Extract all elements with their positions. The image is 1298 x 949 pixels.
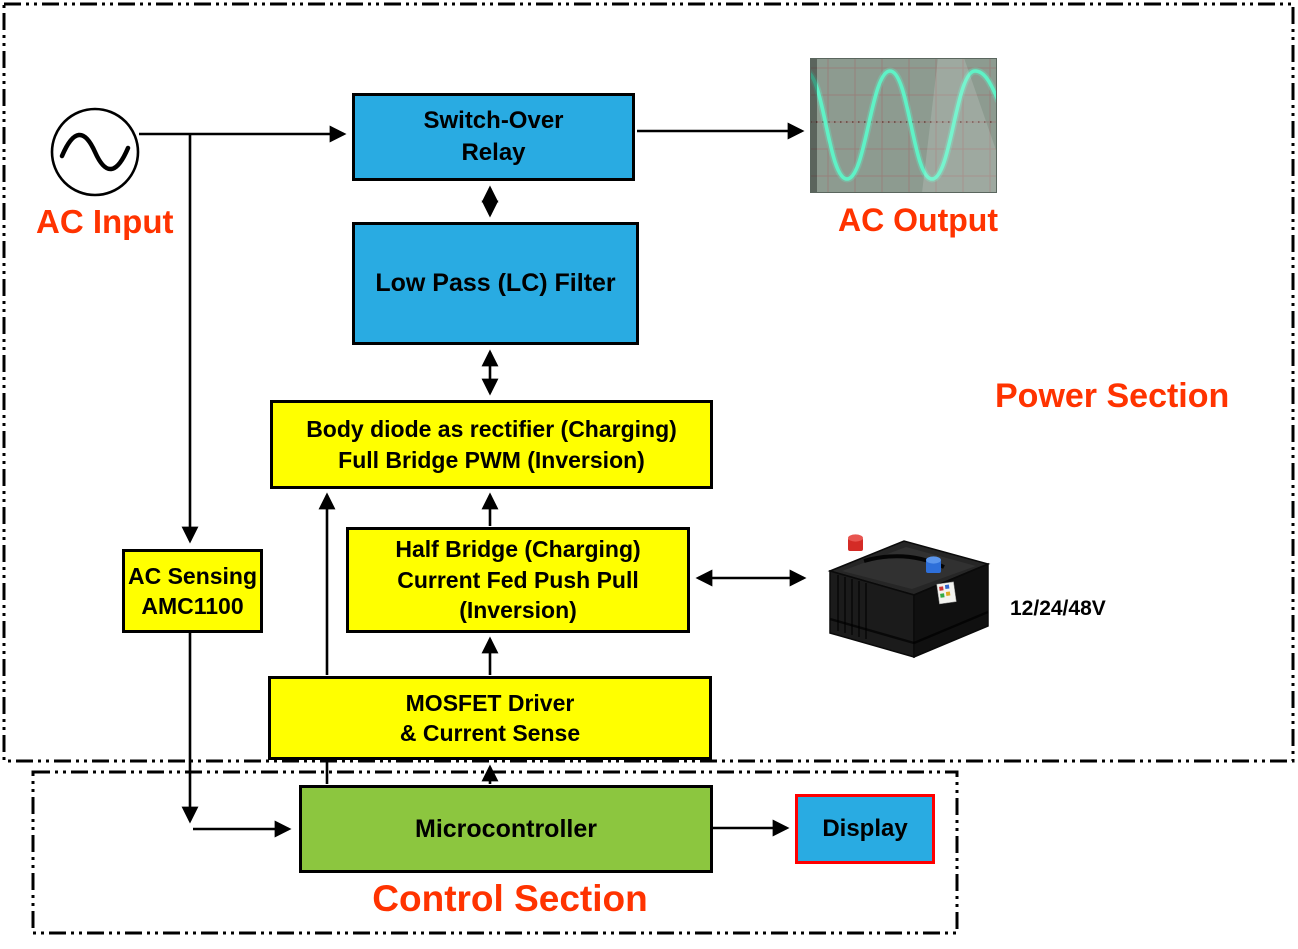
power-section-border [2,2,1295,763]
block-switch-over-relay: Switch-Over Relay [352,93,635,181]
battery-image [826,527,992,660]
power-section-label: Power Section [995,377,1230,415]
block-low-pass-filter: Low Pass (LC) Filter [352,222,639,345]
block-microcontroller: Microcontroller [299,785,713,873]
battery-drawing [827,534,991,659]
battery-blue-terminal [926,556,941,573]
oscilloscope-image [801,58,1002,193]
block-mosfet-driver: MOSFET Driver & Current Sense [268,676,712,760]
scope-screen [801,58,1002,193]
ac-output-label: AC Output [838,202,998,238]
block-display: Display [795,794,935,864]
connector-lines [139,122,807,838]
sine-trace [803,69,1000,181]
battery-label [936,581,957,605]
block-ac-sensing: AC Sensing AMC1100 [122,549,263,633]
ac-source-icon [50,107,140,197]
battery-red-terminal [848,534,863,551]
battery-voltage-label: 12/24/48V [1010,597,1106,620]
control-section-label: Control Section [372,878,648,919]
block-half-bridge: Half Bridge (Charging) Current Fed Push … [346,527,690,633]
ac-input-label: AC Input [36,203,174,240]
block-body-diode-rectifier: Body diode as rectifier (Charging) Full … [270,400,713,489]
